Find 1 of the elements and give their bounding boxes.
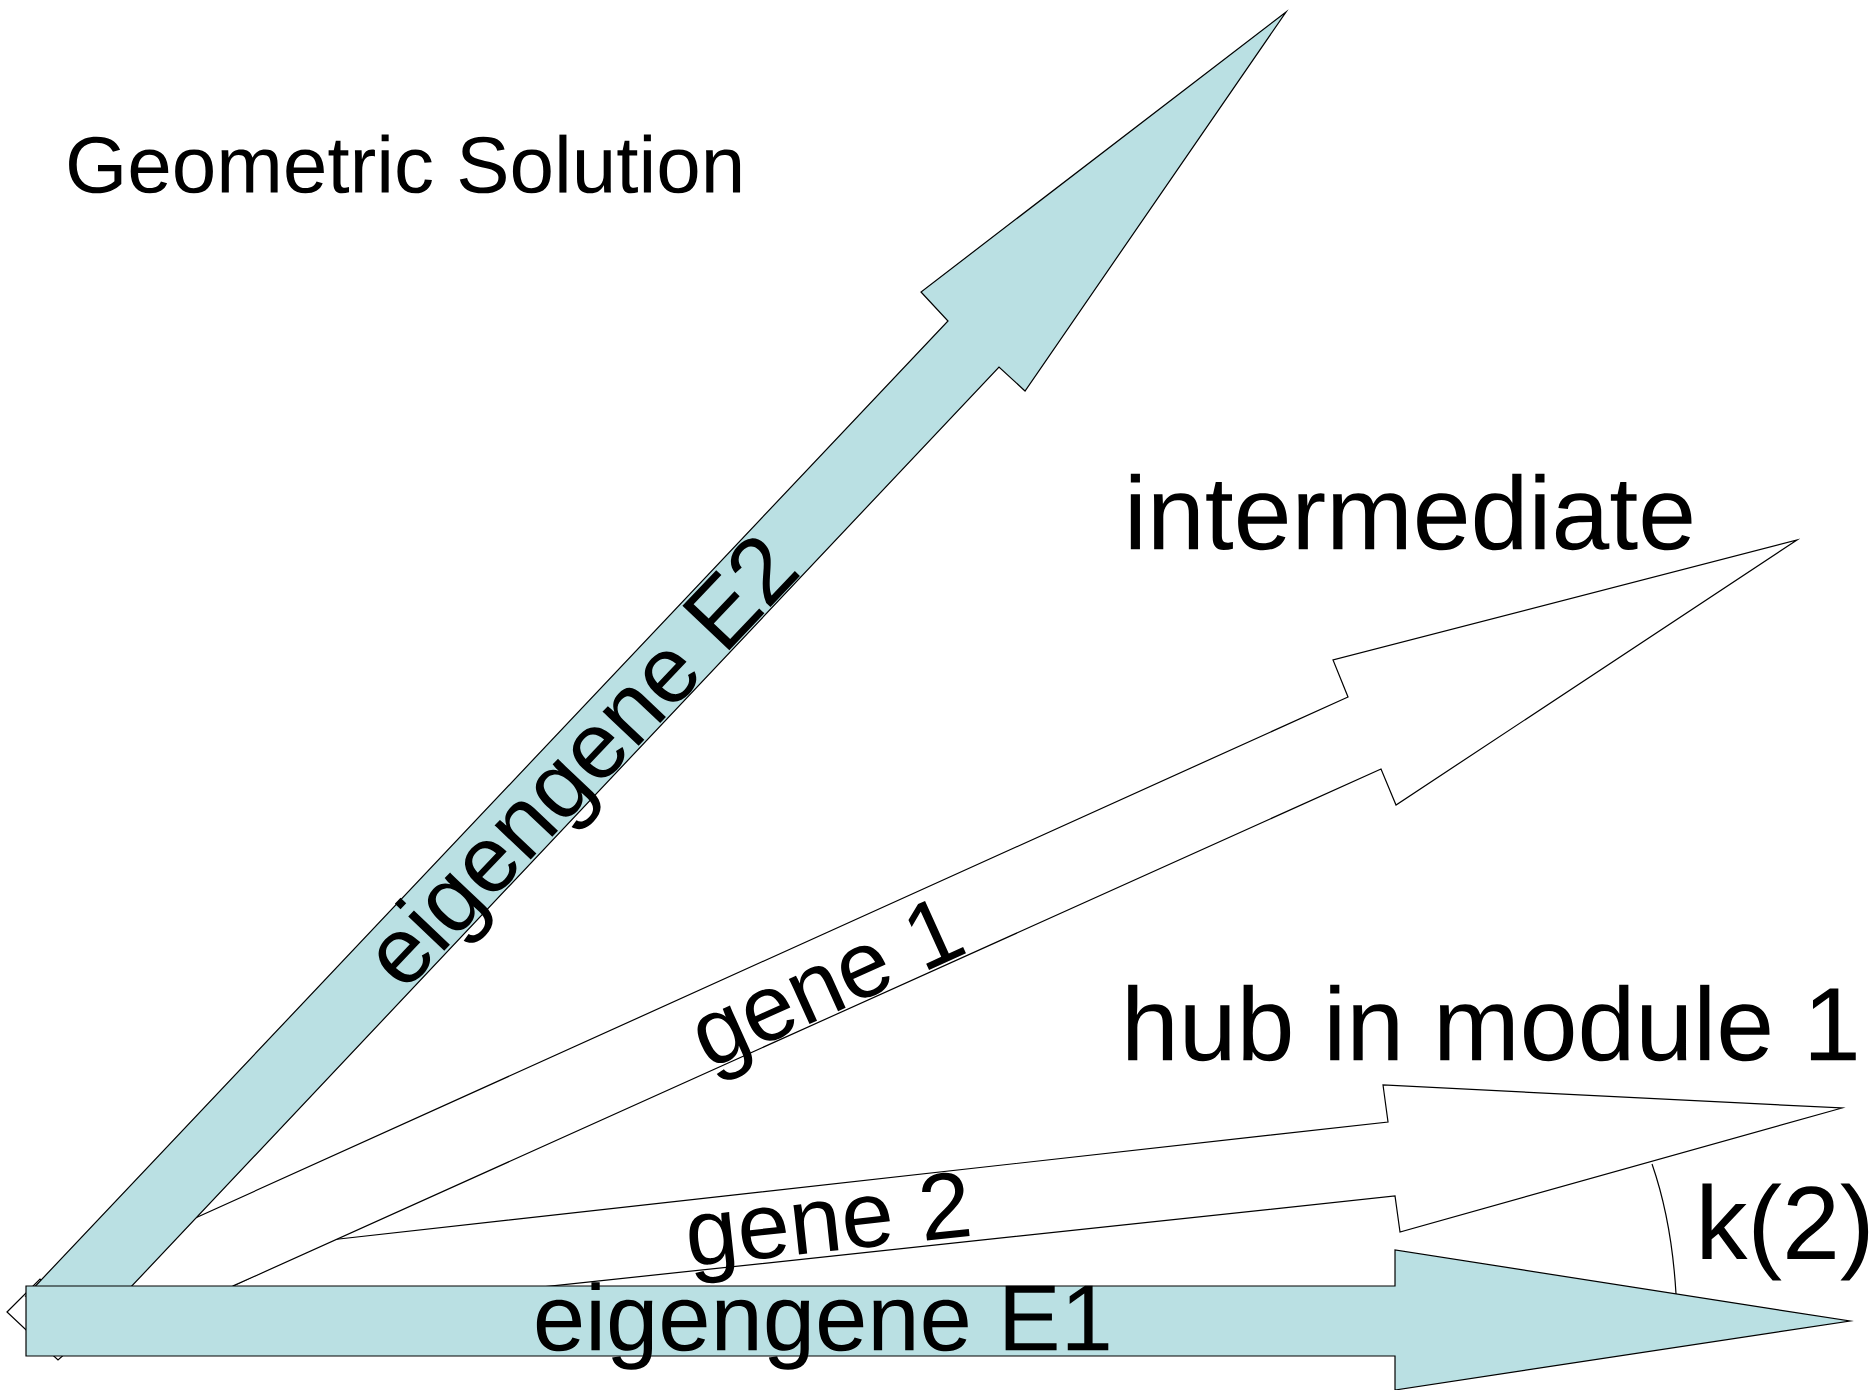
title: Geometric Solution [69,134,741,194]
